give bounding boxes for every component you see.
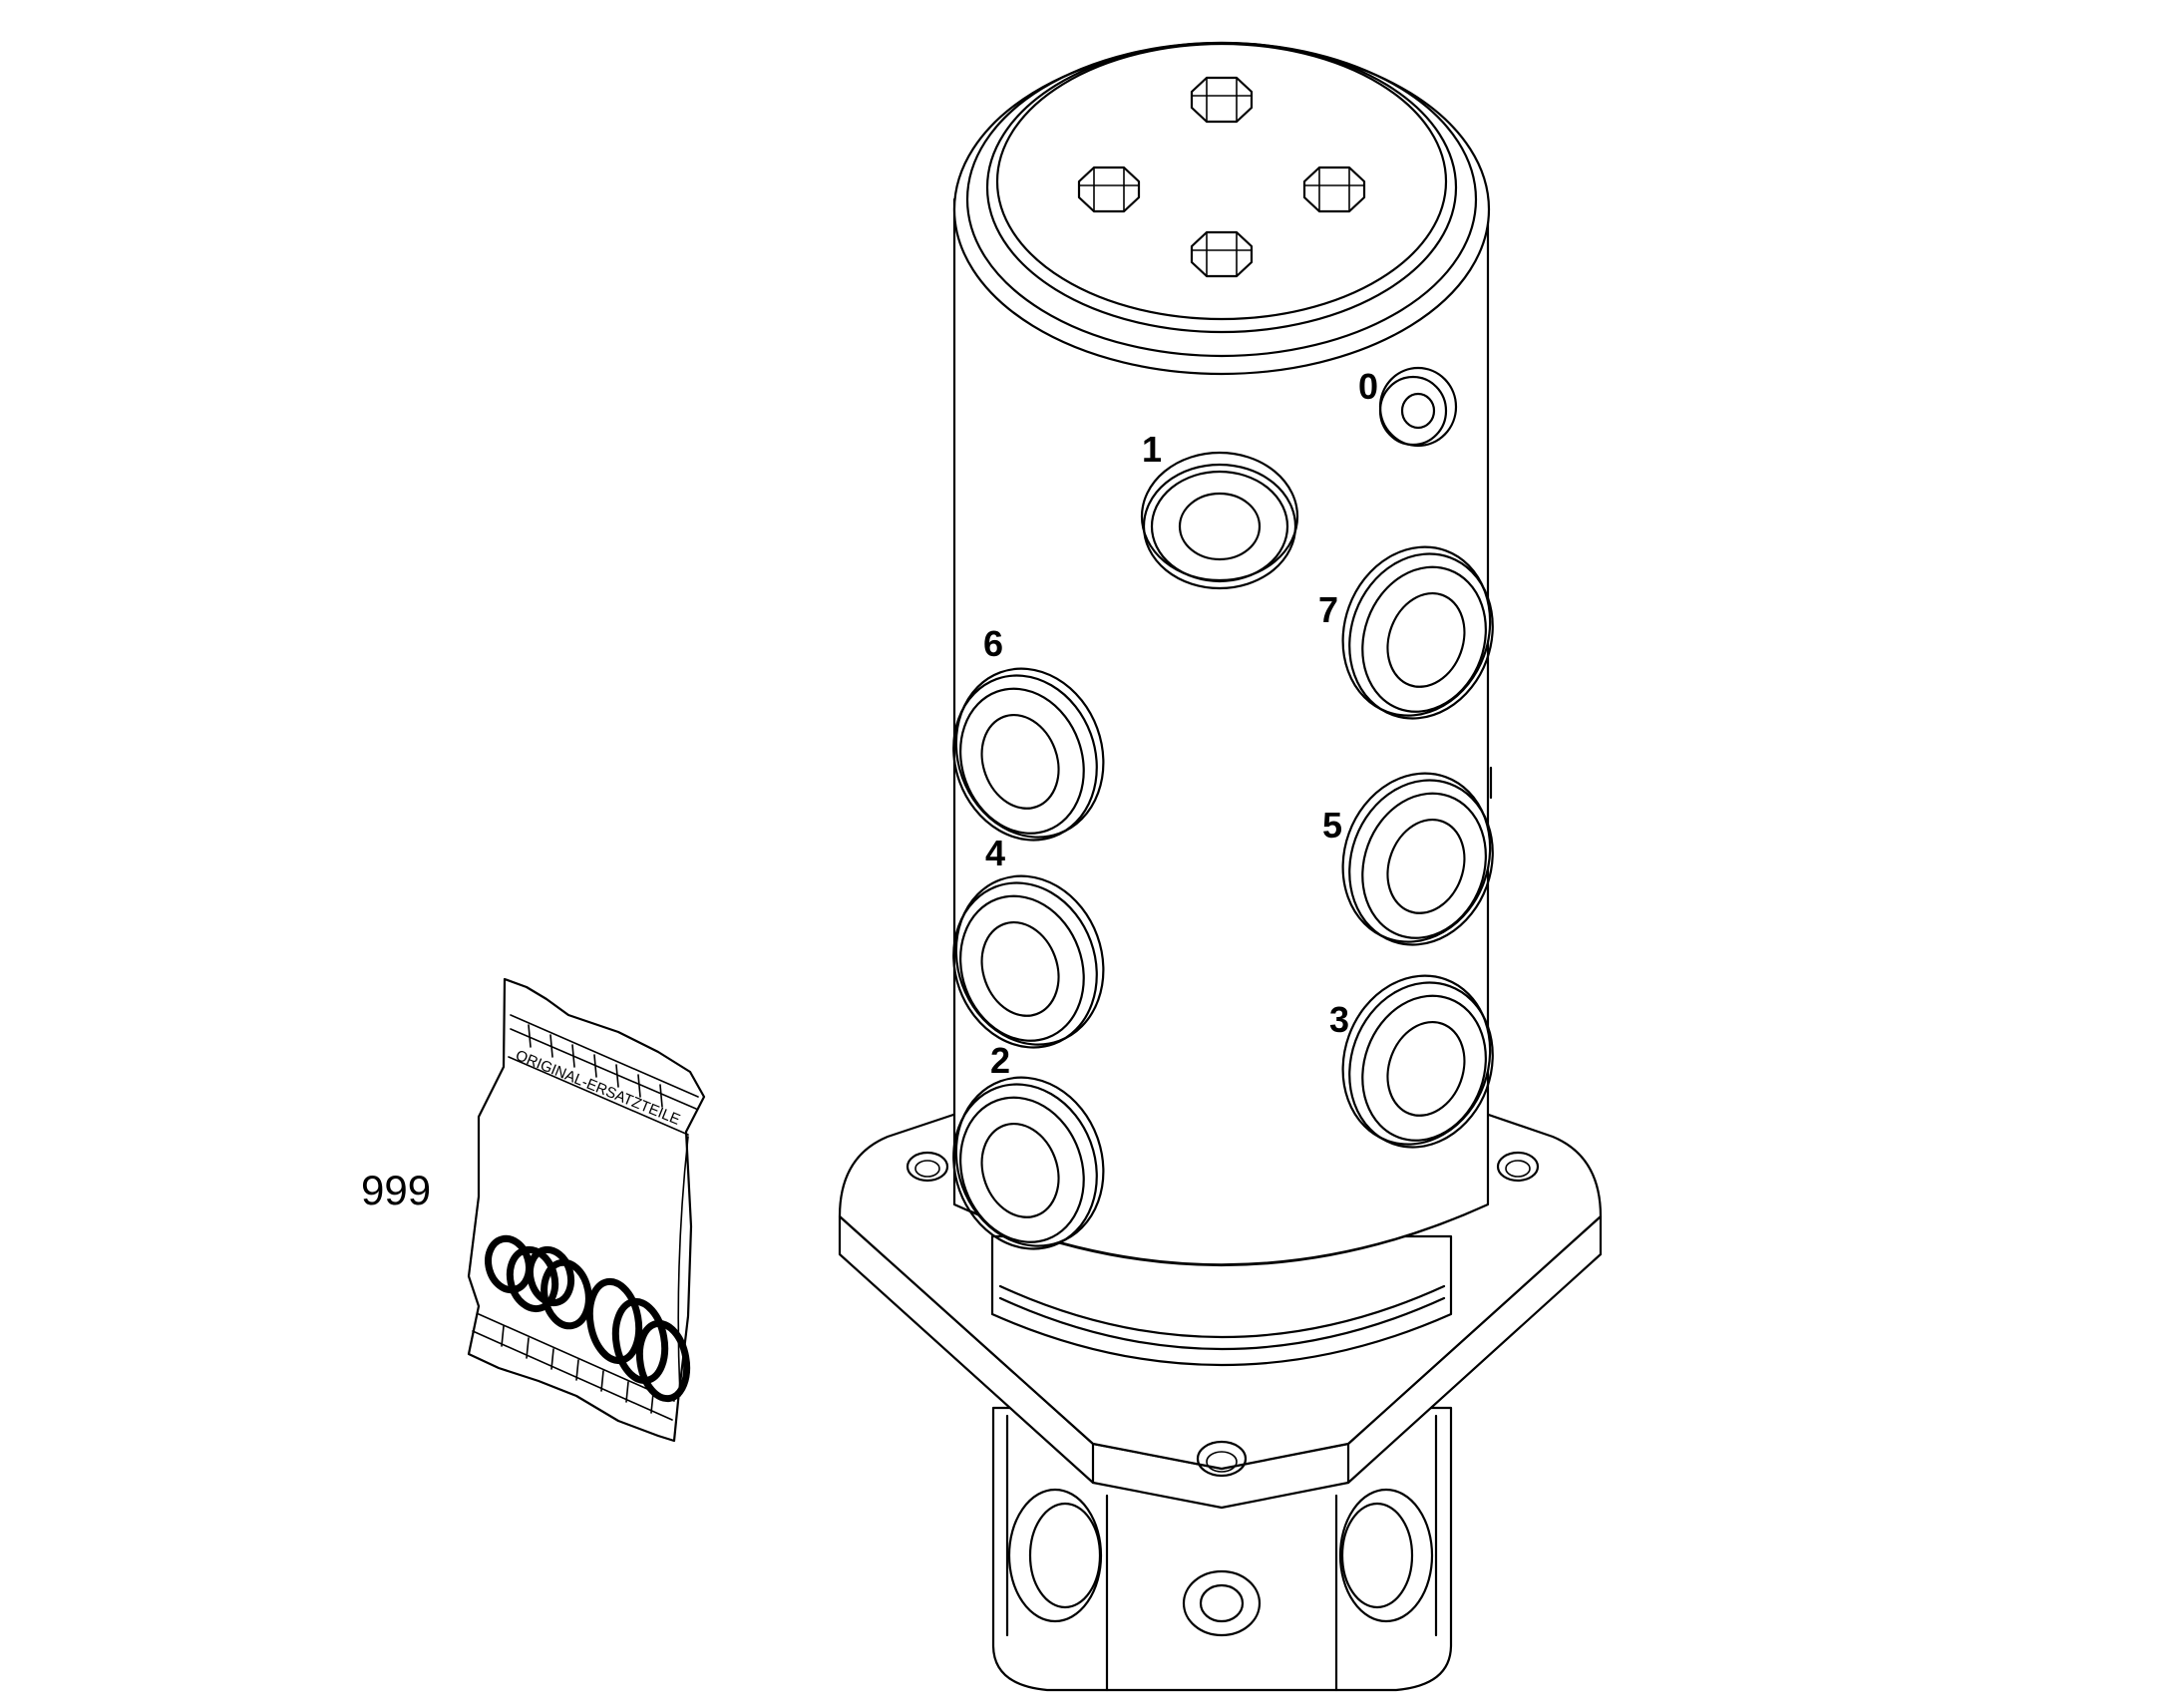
port-7-label: 7 xyxy=(1318,589,1338,630)
seal-kit-o-rings xyxy=(485,1234,691,1403)
port-7 xyxy=(1341,545,1494,720)
port-1 xyxy=(1140,451,1299,590)
port-3-label: 3 xyxy=(1329,999,1349,1040)
lower-port-right xyxy=(1338,1488,1434,1623)
port-6-label: 6 xyxy=(983,623,1003,664)
port-0-label: 0 xyxy=(1358,366,1378,407)
port-3 xyxy=(1341,974,1494,1149)
cap-bolt xyxy=(1190,230,1254,278)
cap-bolt xyxy=(1190,76,1254,124)
flange-hole-front xyxy=(1196,1440,1248,1478)
flange-hole-left xyxy=(906,1151,949,1183)
port-2 xyxy=(952,1076,1105,1250)
port-5 xyxy=(1341,772,1494,946)
seal-kit-bag: ORIGINAL-ERSATZTEILE xyxy=(467,977,706,1443)
port-4-label: 4 xyxy=(985,833,1005,873)
port-5-label: 5 xyxy=(1322,805,1342,846)
cap-bolt xyxy=(1302,166,1366,213)
flange-hole-right xyxy=(1496,1151,1540,1183)
port-2-label: 2 xyxy=(990,1040,1010,1081)
port-4 xyxy=(952,874,1105,1049)
top-cap xyxy=(952,41,1491,376)
port-0 xyxy=(1378,366,1458,448)
cap-bolt xyxy=(1077,166,1141,213)
port-6 xyxy=(952,667,1105,842)
lower-port-front xyxy=(1182,1569,1262,1637)
port-1-label: 1 xyxy=(1142,429,1162,470)
seal-kit-label: 999 xyxy=(361,1167,431,1213)
